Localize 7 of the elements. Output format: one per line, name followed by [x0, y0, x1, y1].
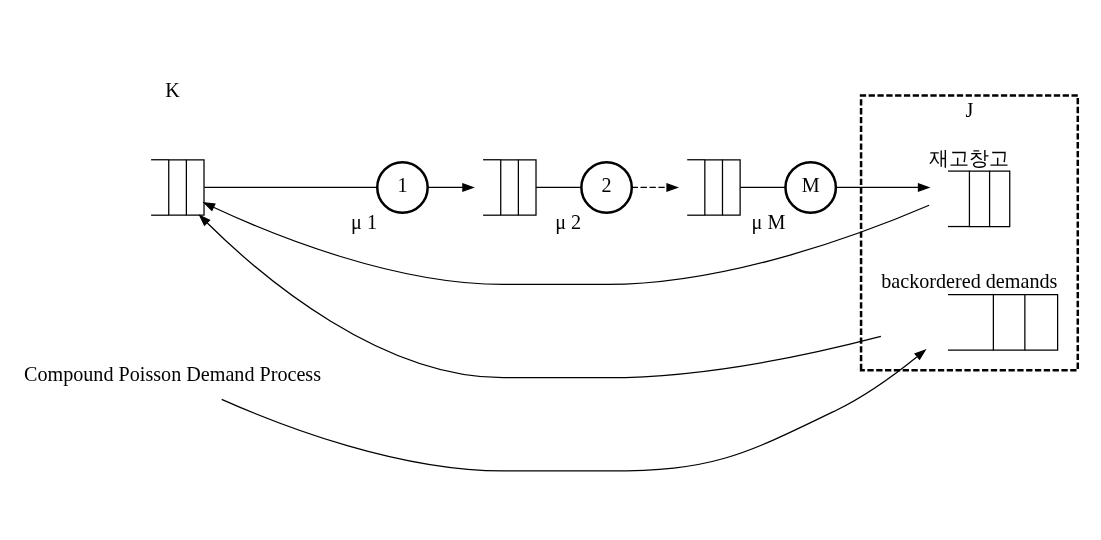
- node-label: μ 1: [351, 210, 377, 233]
- label: K: [165, 78, 180, 101]
- node-label: 재고창고: [929, 146, 1010, 169]
- node-label: μ 2: [555, 210, 582, 233]
- node-label: backordered demands: [881, 270, 1058, 293]
- node-text: Compound Poisson Demand Process: [23, 363, 322, 386]
- node-label: μ M: [751, 210, 786, 233]
